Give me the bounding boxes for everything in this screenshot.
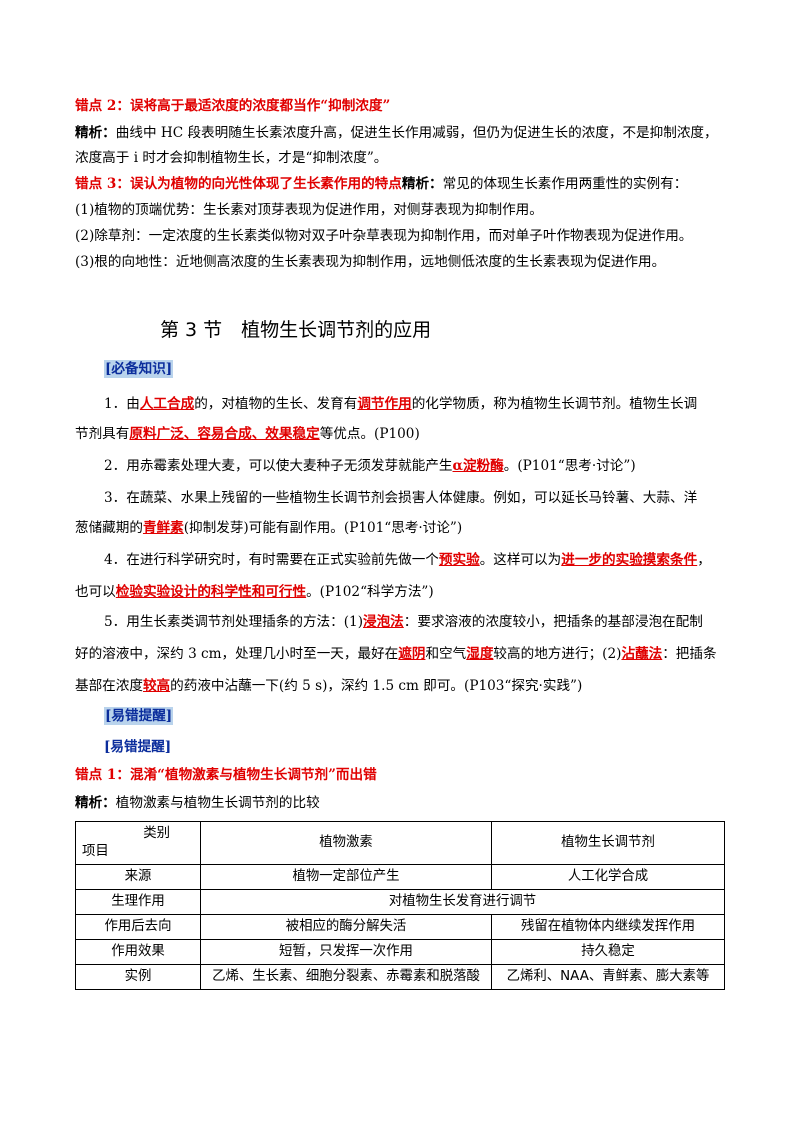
text: 的，对植物的生长、发育有 — [194, 396, 358, 412]
text: 5．用生长素类调节剂处理插条的方法：(1) — [104, 614, 363, 630]
key-term: 原料广泛、容易合成、效果稳定 — [129, 426, 320, 442]
key-term: 湿度 — [466, 646, 494, 662]
header-item: 项目 — [82, 844, 109, 859]
key-term: 沾蘸法 — [621, 646, 663, 662]
text: 的化学物质，称为植物生长调节剂。植物生长调 — [411, 396, 698, 412]
text: 较高的地方进行；(2) — [493, 646, 622, 662]
comparison-table: 类别 项目 植物激素 植物生长调节剂 来源 植物一定部位产生 人工化学合成 生理… — [75, 821, 725, 990]
analysis-label: 精析： — [401, 176, 443, 192]
key-term: 调节作用 — [357, 396, 412, 412]
table-row: 实例 乙烯、生长素、细胞分裂素、赤霉素和脱落酸 乙烯利、NAA、青鲜素、膨大素等 — [75, 964, 725, 990]
cell-regulator: 乙烯利、NAA、青鲜素、膨大素等 — [491, 964, 725, 990]
key-term: 检验实验设计的科学性和可行性 — [115, 584, 307, 600]
table-header-row: 类别 项目 植物激素 植物生长调节剂 — [75, 821, 725, 865]
cell-regulator: 人工化学合成 — [491, 864, 725, 890]
mistakes-tag-line-2: [易错提醒] — [104, 737, 171, 757]
text: 节剂具有 — [75, 426, 130, 442]
text: 4．在进行科学研究时，有时需要在正式实验前先做一个 — [104, 552, 439, 568]
key-term: 进一步的实验摸索条件 — [561, 552, 698, 568]
analysis-text: 曲线中 HC 段表明随生长素浓度升高，促进生长作用减弱，但仍为促进生长的浓度，不… — [115, 125, 718, 141]
mistakes-tag-line-1: [易错提醒] — [104, 706, 174, 726]
row-label: 来源 — [75, 864, 201, 890]
text: ：要求溶液的浓度较小，把插条的基部浸泡在配制 — [403, 614, 703, 630]
text: 葱储藏期的 — [75, 520, 143, 536]
table-row: 来源 植物一定部位产生 人工化学合成 — [75, 864, 725, 890]
text: 基部在浓度 — [75, 678, 143, 694]
text: 。(P102“科学方法”) — [306, 584, 434, 600]
cell-regulator: 残留在植物体内继续发挥作用 — [491, 914, 725, 940]
cell-hormone: 被相应的酶分解失活 — [200, 914, 492, 940]
mistakes-tag: [易错提醒] — [104, 707, 174, 725]
paragraph-4-line-1: 4．在进行科学研究时，有时需要在正式实验前先做一个预实验。这样可以为进一步的实验… — [104, 550, 711, 570]
error-3-line: 错点 3：误认为植物的向光性体现了生长素作用的特点精析：常见的体现生长素作用两重… — [75, 174, 687, 194]
text: 。(P101“思考·讨论”) — [503, 458, 636, 474]
cell-hormone: 乙烯、生长素、细胞分裂素、赤霉素和脱落酸 — [200, 964, 492, 990]
row-label: 实例 — [75, 964, 201, 990]
text: 等优点。(P100) — [319, 426, 420, 442]
paragraph-3-line-1: 3．在蔬菜、水果上残留的一些植物生长调节剂会损害人体健康。例如，可以延长马铃薯、… — [104, 490, 698, 506]
key-term: 遮阴 — [398, 646, 426, 662]
analysis-text: 植物激素与植物生长调节剂的比较 — [115, 795, 320, 811]
row-label: 作用效果 — [75, 939, 201, 965]
knowledge-tag: [必备知识] — [104, 360, 174, 378]
header-category: 类别 — [143, 826, 170, 841]
error-2-title: 错点 2：误将高于最适浓度的浓度都当作“抑制浓度” — [75, 98, 391, 114]
text: 。这样可以为 — [479, 552, 562, 568]
header-corner-cell: 类别 项目 — [75, 821, 201, 865]
text: 好的溶液中，深约 3 cm，处理几小时至一天，最好在 — [75, 646, 399, 662]
text: 2．用赤霉素处理大麦，可以使大麦种子无须发芽就能产生 — [104, 458, 453, 474]
text: ， — [697, 552, 711, 568]
knowledge-tag-line: [必备知识] — [104, 359, 174, 379]
text: 和空气 — [425, 646, 467, 662]
note-1-analysis: 精析：植物激素与植物生长调节剂的比较 — [75, 793, 320, 813]
header-plant-hormone: 植物激素 — [200, 821, 492, 865]
paragraph-1-line-2: 节剂具有原料广泛、容易合成、效果稳定等优点。(P100) — [75, 424, 420, 444]
analysis-label: 精析： — [75, 125, 116, 141]
paragraph-2: 2．用赤霉素处理大麦，可以使大麦种子无须发芽就能产生α淀粉酶。(P101“思考·… — [104, 456, 636, 476]
text: ：把插条 — [662, 646, 717, 662]
error-3-item-1: (1)植物的顶端优势：生长素对顶芽表现为促进作用，对侧芽表现为抑制作用。 — [75, 202, 543, 218]
key-term: 青鲜素 — [142, 520, 184, 536]
row-label: 生理作用 — [75, 889, 201, 915]
paragraph-1-line-1: 1．由人工合成的，对植物的生长、发育有调节作用的化学物质，称为植物生长调节剂。植… — [104, 394, 697, 414]
key-term: 人工合成 — [139, 396, 195, 412]
key-term: 较高 — [142, 678, 171, 694]
cell-regulator: 持久稳定 — [491, 939, 725, 965]
paragraph-5-line-1: 5．用生长素类调节剂处理插条的方法：(1)浸泡法：要求溶液的浓度较小，把插条的基… — [104, 612, 703, 632]
text: 1．由 — [104, 396, 140, 412]
analysis-text: 常见的体现生长素作用两重性的实例有： — [442, 176, 688, 192]
text: 也可以 — [75, 584, 116, 600]
note-1-title: 错点 1：混淆“植物激素与植物生长调节剂”而出错 — [75, 767, 377, 783]
error-3-item-2: (2)除草剂：一定浓度的生长素类似物对双子叶杂草表现为抑制作用，而对单子叶作物表… — [75, 228, 693, 244]
table-row: 作用效果 短暂，只发挥一次作用 持久稳定 — [75, 939, 725, 965]
paragraph-5-line-2: 好的溶液中，深约 3 cm，处理几小时至一天，最好在遮阴和空气湿度较高的地方进行… — [75, 644, 717, 664]
mistakes-tag: [易错提醒] — [104, 739, 172, 755]
error-2-analysis-line-1: 精析：曲线中 HC 段表明随生长素浓度升高，促进生长作用减弱，但仍为促进生长的浓… — [75, 123, 718, 143]
key-term: 浸泡法 — [363, 614, 404, 630]
paragraph-5-line-3: 基部在浓度较高的药液中沾蘸一下(约 5 s)，深约 1.5 cm 即可。(P10… — [75, 676, 582, 696]
row-label: 作用后去向 — [75, 914, 201, 940]
analysis-label: 精析： — [75, 795, 116, 811]
cell-merged: 对植物生长发育进行调节 — [200, 889, 725, 915]
header-growth-regulator: 植物生长调节剂 — [491, 821, 725, 865]
section-title: 第 3 节 植物生长调节剂的应用 — [160, 319, 432, 341]
error-2-analysis-line-2: 浓度高于 i 时才会抑制植物生长，才是“抑制浓度”。 — [75, 150, 388, 166]
cell-hormone: 植物一定部位产生 — [200, 864, 492, 890]
key-term: α淀粉酶 — [452, 458, 504, 474]
text: 的药液中沾蘸一下(约 5 s)，深约 1.5 cm 即可。(P103“探究·实践… — [170, 678, 583, 694]
cell-hormone: 短暂，只发挥一次作用 — [200, 939, 492, 965]
table-row: 作用后去向 被相应的酶分解失活 残留在植物体内继续发挥作用 — [75, 914, 725, 940]
error-3-title: 错点 3：误认为植物的向光性体现了生长素作用的特点 — [75, 176, 402, 192]
key-term: 预实验 — [438, 552, 480, 568]
error-3-item-3: (3)根的向地性：近地侧高浓度的生长素表现为抑制作用，远地侧低浓度的生长素表现为… — [75, 254, 666, 270]
paragraph-3-line-2: 葱储藏期的青鲜素(抑制发芽)可能有副作用。(P101“思考·讨论”) — [75, 518, 462, 538]
paragraph-4-line-2: 也可以检验实验设计的科学性和可行性。(P102“科学方法”) — [75, 582, 434, 602]
text: (抑制发芽)可能有副作用。(P101“思考·讨论”) — [183, 520, 463, 536]
table-row: 生理作用 对植物生长发育进行调节 — [75, 889, 725, 915]
